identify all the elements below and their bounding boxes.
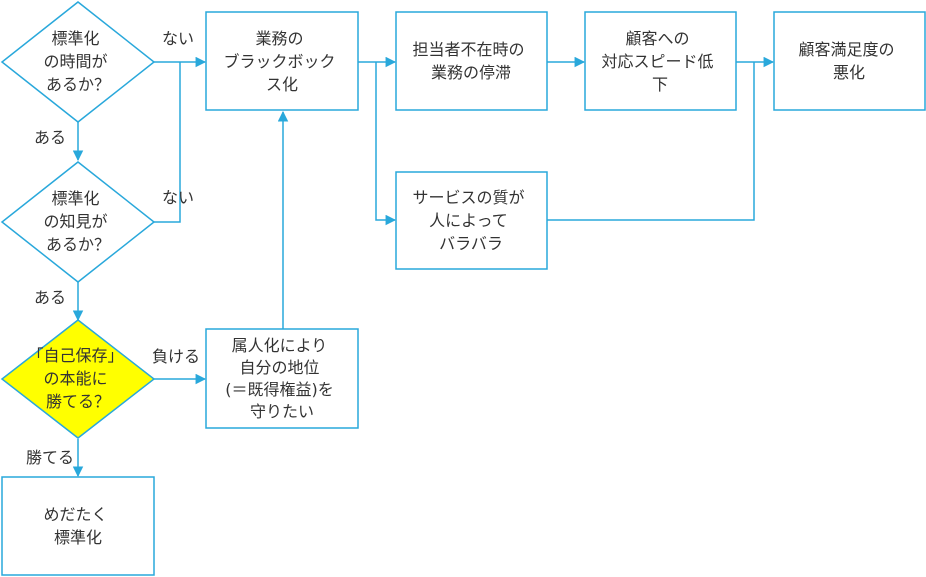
svg-text:サービスの質が 人によって バラバラ: サービスの質が 人によって バラバラ <box>412 188 529 253</box>
svg-text:属人化により 自分の地位 (＝既得権: 属人化により 自分の地位 (＝既得権益)を 守りたい <box>225 336 339 421</box>
svg-text:担当者不在時の 業務の停滞: 担当者不在時の 業務の停滞 <box>412 40 529 82</box>
decision-instinct: 「自己保存」 の本能に 勝てる？ <box>0 319 156 439</box>
decision-time: 標準化 の時間が あるか？ <box>0 1 156 123</box>
label-time-no: ない <box>162 29 194 48</box>
label-instinct-lose: 負ける <box>152 347 200 366</box>
edge-quality-to-satisfaction <box>547 62 755 221</box>
box-standardize: めだたく 標準化 <box>1 476 155 576</box>
svg-text:顧客への 対応スピード低 下: 顧客への 対応スピード低 下 <box>601 29 718 94</box>
box-blackbox: 業務の ブラックボック ス化 <box>205 11 359 111</box>
box-stagnation: 担当者不在時の 業務の停滞 <box>395 11 548 111</box>
svg-text:「自己保存」 の本能に 勝てる？: 「自己保存」 の本能に 勝てる？ <box>27 346 128 411</box>
svg-text:顧客満足度の 悪化: 顧客満足度の 悪化 <box>798 40 899 82</box>
label-time-yes: ある <box>34 128 66 147</box>
box-quality: サービスの質が 人によって バラバラ <box>395 171 548 270</box>
box-speed-drop: 顧客への 対応スピード低 下 <box>584 11 737 111</box>
edge-knowledge-no <box>154 62 181 223</box>
svg-text:標準化 の知見が あるか？: 標準化 の知見が あるか？ <box>43 189 112 254</box>
edge-blackbox-to-quality <box>375 62 397 226</box>
box-satisfaction: 顧客満足度の 悪化 <box>773 11 926 111</box>
svg-text:業務の ブラックボック ス化: 業務の ブラックボック ス化 <box>223 29 340 94</box>
svg-text:標準化 の時間が あるか？: 標準化 の時間が あるか？ <box>43 29 112 94</box>
label-knowledge-no: ない <box>162 188 194 207</box>
svg-text:めだたく 標準化: めだたく 標準化 <box>43 505 112 547</box>
label-instinct-win: 勝てる <box>26 448 74 467</box>
label-knowledge-yes: ある <box>34 288 66 307</box>
box-vested-interest: 属人化により 自分の地位 (＝既得権益)を 守りたい <box>205 328 359 429</box>
connectors <box>72 56 775 478</box>
decision-knowledge: 標準化 の知見が あるか？ <box>0 161 156 283</box>
